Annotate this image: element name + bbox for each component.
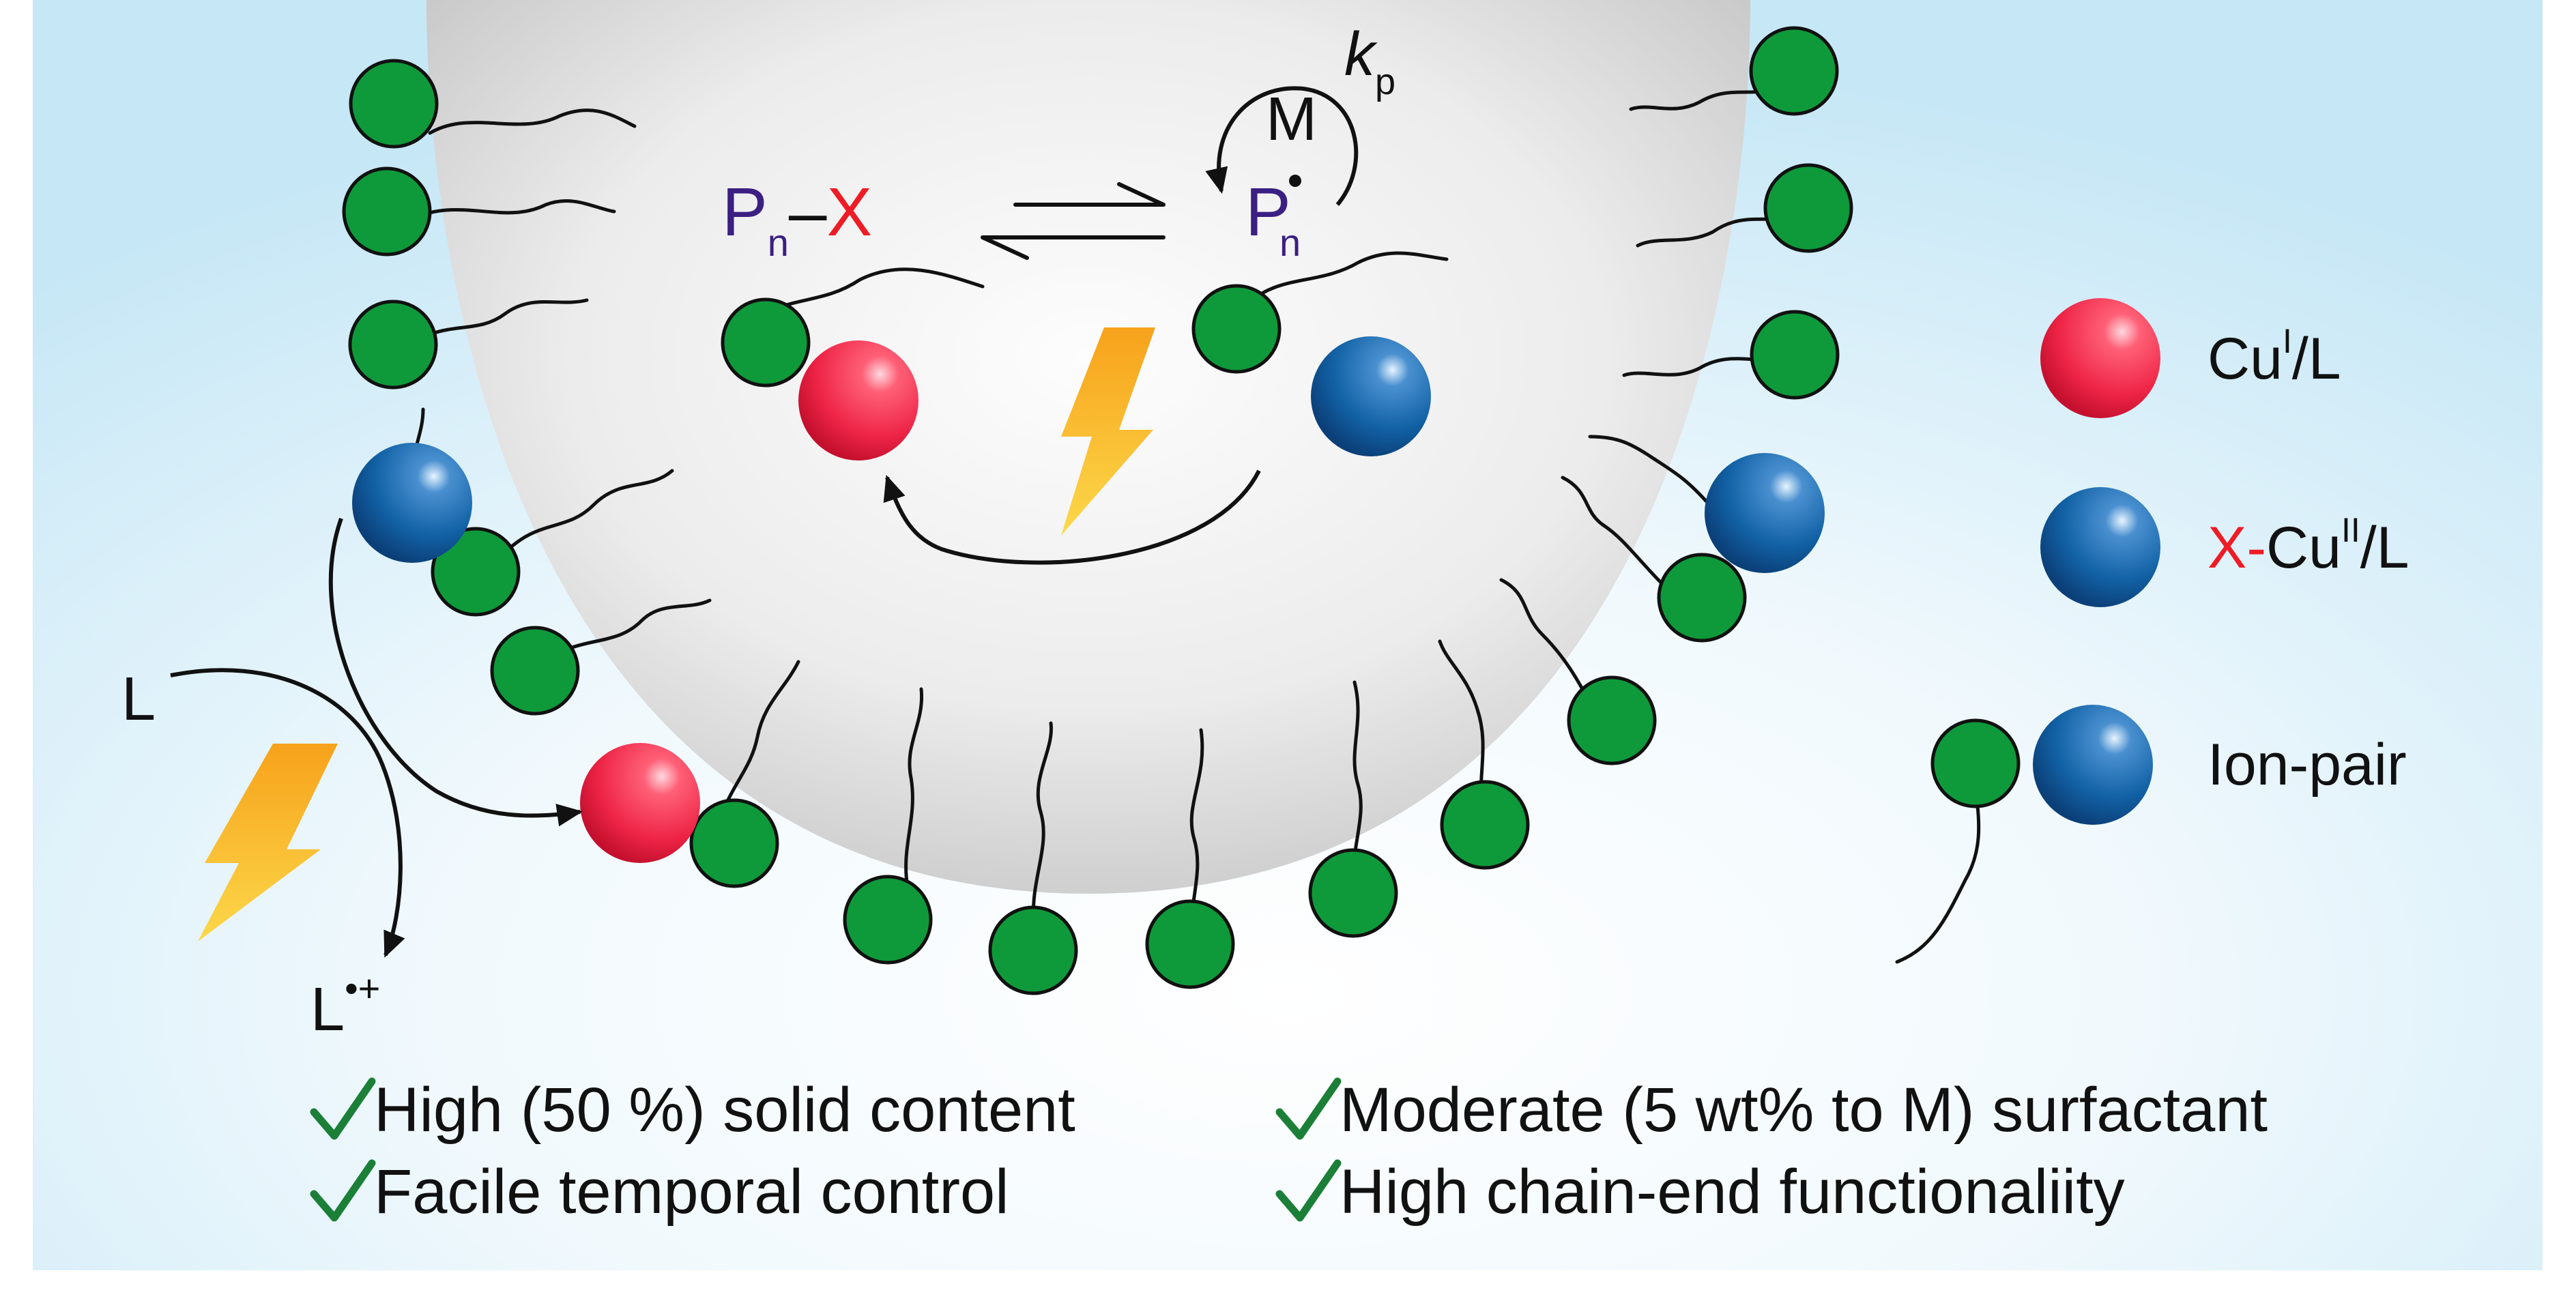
interior-cycle-arrow [883,469,1261,565]
xcu2-sphere-surface-left [352,443,472,563]
lightning-icon [1061,327,1155,536]
checkmark-icon [1275,1077,1342,1140]
checkmark-icon [1275,1159,1342,1222]
monomer-label: M [1266,85,1317,154]
feature-item: High chain-end functionaliity [1340,1157,2125,1227]
xcu2-sphere-surface-right [1705,453,1825,573]
cu1-sphere-interior [798,340,918,461]
legend-cu1-sphere [2040,298,2160,418]
legend-ion-pair-label: Ion-pair [2208,732,2407,798]
xcu2-sphere-interior [1311,336,1431,456]
legend-xcu2-sphere [2040,487,2160,607]
feature-item: Moderate (5 wt% to M) surfactant [1340,1075,2268,1145]
ligand-radical-cation-label: L•+ [310,967,380,1044]
legend-cu1-label: CuI/L [2208,322,2341,392]
propagation-loop-arrow [1205,86,1359,206]
checkmark-icon [310,1077,376,1140]
rate-constant-label: kp [1344,20,1395,102]
polymer-droplet [426,0,1750,894]
ligand-oxidation-arrow [170,668,405,958]
active-species-label: Pn [1245,174,1301,264]
feature-list: High (50 %) solid content Facile tempora… [310,1075,2268,1227]
legend-xcu2-label: X-CuII/L [2208,511,2409,581]
lightning-icon [198,744,338,941]
legend-ion-pair-blue-sphere [2033,705,2153,825]
surfactant-heads [342,26,2021,995]
feature-item: Facile temporal control [374,1157,1009,1227]
cu1-sphere-surface [580,743,700,863]
checkmark-icon [310,1159,376,1222]
radical-dot [1289,175,1301,187]
ligand-to-cu1-arrow [328,517,583,827]
ligand-label: L [121,665,156,733]
equilibrium-arrows-icon [981,182,1166,260]
dormant-species-label: Pn–X [722,174,872,264]
feature-item: High (50 %) solid content [374,1075,1075,1145]
